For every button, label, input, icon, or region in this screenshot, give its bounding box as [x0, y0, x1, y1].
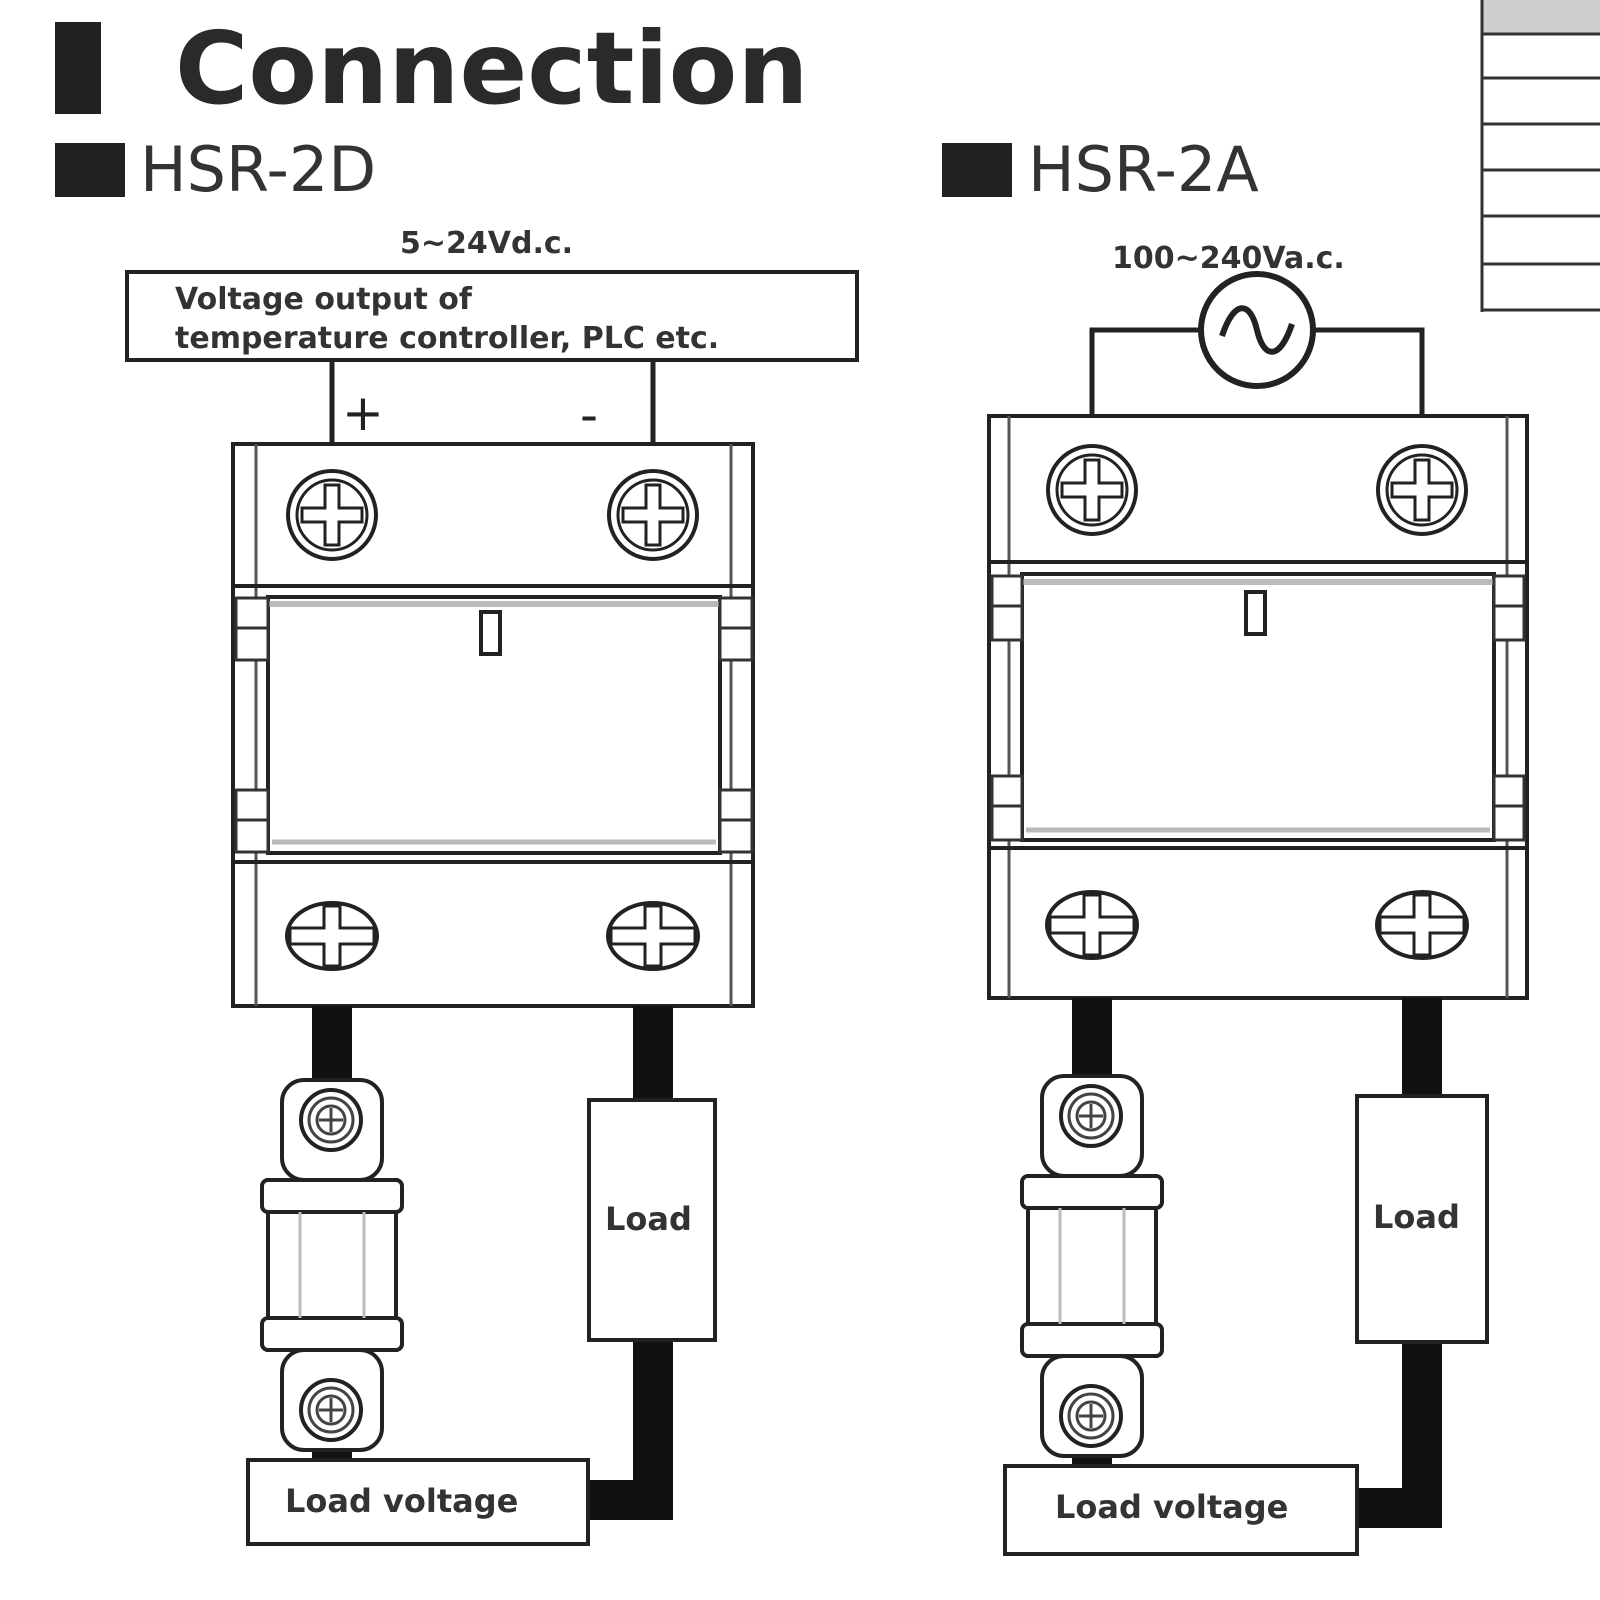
hsr-2a-load-voltage-label: Load voltage — [1055, 1488, 1288, 1526]
title-bar-marker — [55, 22, 101, 114]
hsr-2a-section: HSR-2A 100~240Va.c. — [942, 133, 1529, 1556]
hsr-2d-load-box — [587, 1098, 717, 1342]
hsr-2a-load-cable-return — [1357, 1342, 1442, 1528]
hsr-2d-title: HSR-2D — [140, 133, 376, 206]
hsr-2a-load-box — [1355, 1094, 1489, 1344]
page-title: Connection — [175, 10, 809, 127]
hsr-2a-load-label: Load — [1373, 1198, 1460, 1236]
hsr-2a-input-right-screw — [1376, 444, 1468, 536]
hsr-2a-supply-wire — [1089, 327, 1425, 418]
hsr-2d-fuse-top-screw — [299, 1088, 363, 1152]
hsr-2a-title: HSR-2A — [1028, 133, 1259, 206]
hsr-2a-input-left-screw — [1046, 444, 1138, 536]
hsr-2d-section: HSR-2D 5~24Vd.c. Voltage output of tempe… — [55, 133, 859, 1546]
hsr-2a-fuse-top-screw — [1059, 1084, 1123, 1148]
hsr-2d-indicator-led — [479, 610, 502, 656]
hsr-2a-fuse-bottom-screw — [1059, 1384, 1123, 1448]
hsr-2d-load-voltage-label: Load voltage — [285, 1482, 518, 1520]
hsr-2a-output-screw-right — [1375, 890, 1469, 960]
hsr-2a-marker — [942, 143, 1012, 197]
hsr-2d-control-source-box — [125, 270, 859, 362]
hsr-2a-load-cable-top — [1402, 998, 1442, 1096]
hsr-2d-input-minus-screw — [607, 469, 699, 561]
hsr-2d-load-voltage-box — [246, 1458, 590, 1546]
hsr-2d-output-screw-left — [285, 901, 379, 971]
hsr-2d-source-line2: temperature controller, PLC etc. — [175, 321, 719, 356]
hsr-2d-load-cable-return — [588, 1340, 673, 1520]
hsr-2a-output-screw-left — [1045, 890, 1139, 960]
hsr-2d-marker — [55, 143, 125, 197]
hsr-2d-input-plus-screw — [286, 469, 378, 561]
hsr-2d-output-screw-right — [606, 901, 700, 971]
hsr-2d-load-label: Load — [605, 1200, 692, 1238]
edge-table-fragment — [1480, 0, 1600, 312]
hsr-2d-minus-sign: - — [580, 386, 598, 444]
hsr-2a-supply-label: 100~240Va.c. — [1112, 241, 1345, 276]
hsr-2a-indicator-led — [1244, 590, 1267, 636]
hsr-2a-load-voltage-box — [1003, 1464, 1359, 1556]
hsr-2d-load-cable-top — [633, 1006, 673, 1102]
hsr-2d-fuse-bottom-screw — [299, 1378, 363, 1442]
sine-wave-icon — [1219, 305, 1295, 355]
hsr-2d-plus-sign: + — [342, 384, 384, 442]
hsr-2d-source-line1: Voltage output of — [175, 282, 473, 317]
hsr-2d-supply-label: 5~24Vd.c. — [400, 226, 573, 261]
